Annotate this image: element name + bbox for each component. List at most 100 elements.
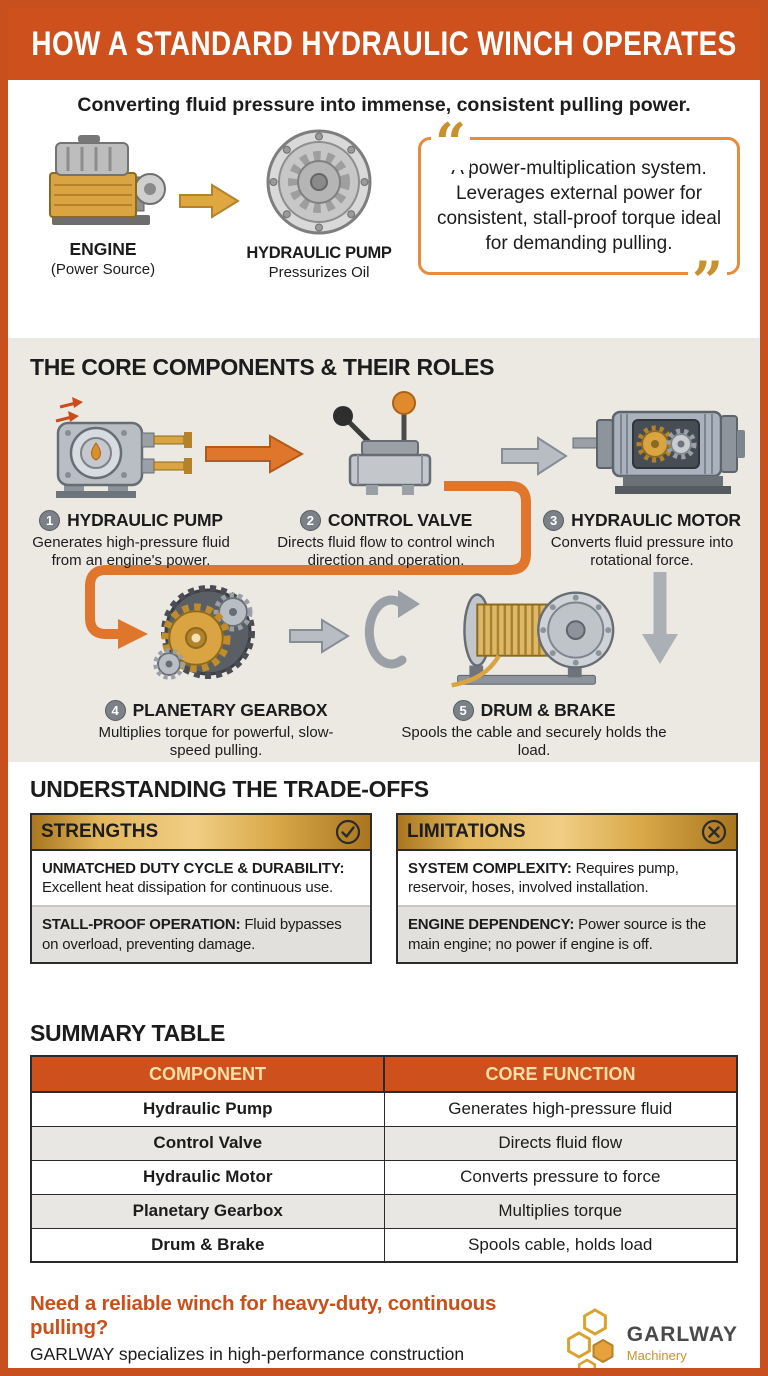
header-band: HOW A STANDARD HYDRAULIC WINCH OPERATES <box>8 8 760 80</box>
table-cell: Hydraulic Pump <box>30 1091 385 1127</box>
component-name: HYDRAULIC PUMP <box>67 510 223 530</box>
strength-item: STALL-PROOF OPERATION: Fluid bypasses on… <box>32 905 370 962</box>
tradeoffs-section: UNDERSTANDING THE TRADE-OFFS STRENGTHS U… <box>8 776 760 1006</box>
brand-subtitle: Machinery <box>626 1348 687 1363</box>
flow-arrow-gray-icon <box>501 436 568 476</box>
pump-label: HYDRAULIC PUMP <box>246 244 392 262</box>
table-row: Planetary Gearbox Multiplies torque <box>30 1193 738 1229</box>
component-desc: Converts fluid pressure into rotational … <box>550 534 734 570</box>
component-desc: Multiplies torque for powerful, slow-spe… <box>98 724 334 760</box>
table-row: Drum & Brake Spools cable, holds load <box>30 1227 738 1263</box>
table-row: Hydraulic Motor Converts pressure to for… <box>30 1159 738 1195</box>
table-cell: Control Valve <box>30 1125 385 1161</box>
brand-name: GARLWAY <box>626 1323 738 1346</box>
component-name: CONTROL VALVE <box>327 510 473 530</box>
limitations-header: LIMITATIONS <box>398 815 736 851</box>
quote-box: “ A power-multiplication system. Leverag… <box>418 116 740 309</box>
core-heading: THE CORE COMPONENTS & THEIR ROLES <box>30 354 495 380</box>
table-row: Hydraulic Pump Generates high-pressure f… <box>30 1091 738 1127</box>
component-label-motor: 3 HYDRAULIC MOTOR Converts fluid pressur… <box>526 510 758 571</box>
engine-sublabel: (Power Source) <box>50 261 156 278</box>
table-cell: Spools cable, holds load <box>383 1227 738 1263</box>
tradeoffs-heading: UNDERSTANDING THE TRADE-OFFS <box>30 776 429 802</box>
strengths-header: STRENGTHS <box>32 815 370 851</box>
check-circle-icon <box>335 819 361 845</box>
table-cell: Drum & Brake <box>30 1227 385 1263</box>
garlway-hexagons-icon <box>566 1307 614 1368</box>
table-cell: Planetary Gearbox <box>30 1193 385 1229</box>
component-desc: Directs fluid flow to control winch dire… <box>277 534 495 570</box>
summary-section: SUMMARY TABLE COMPONENT CORE FUNCTION Hy… <box>8 1020 760 1282</box>
table-cell: Multiplies torque <box>383 1193 738 1229</box>
right-arrow-icon <box>179 183 240 219</box>
strength-item-text: Excellent heat dissipation for continuou… <box>42 879 333 897</box>
hydraulic-pump-icon <box>266 129 372 235</box>
limitation-item-title: ENGINE DEPENDENCY: <box>408 916 575 934</box>
pump-figure: HYDRAULIC PUMP Pressurizes Oil <box>240 127 398 281</box>
component-label-pump: 1 HYDRAULIC PUMP Generates high-pressure… <box>16 510 246 571</box>
summary-table: COMPONENT CORE FUNCTION Hydraulic Pump G… <box>30 1055 738 1263</box>
cta-line-1: GARLWAY specializes in high-performance … <box>30 1344 465 1376</box>
column-header-function: CORE FUNCTION <box>383 1055 738 1093</box>
flow-arrow-gray-icon <box>289 618 350 654</box>
strength-item: UNMATCHED DUTY CYCLE & DURABILITY: Excel… <box>32 851 370 905</box>
table-cell: Hydraulic Motor <box>30 1159 385 1195</box>
intro-row: ENGINE (Power Source) <box>8 116 760 309</box>
component-label-gearbox: 4 PLANETARY GEARBOX Multiplies torque fo… <box>88 700 344 761</box>
step-badge: 1 <box>39 510 61 531</box>
limitation-item-title: SYSTEM COMPLEXITY: <box>408 860 572 877</box>
limitations-box: LIMITATIONS SYSTEM COMPLEXITY: Requires … <box>396 813 738 964</box>
core-components-section: THE CORE COMPONENTS & THEIR ROLES <box>8 338 760 762</box>
limitation-item-text: Requires pump, reservoir, hoses, involve… <box>408 860 679 897</box>
brand-text: GARLWAY Machinery <box>627 1324 738 1363</box>
hydraulic-motor-icon <box>572 410 745 494</box>
subtitle: Converting fluid pressure into immense, … <box>77 94 691 116</box>
step-badge: 4 <box>104 700 126 721</box>
step-badge: 2 <box>299 510 321 531</box>
cta-block: Need a reliable winch for heavy-duty, co… <box>30 1292 551 1376</box>
table-row: Control Valve Directs fluid flow <box>30 1125 738 1161</box>
component-desc: Generates high-pressure fluid from an en… <box>32 534 230 570</box>
step-badge: 3 <box>543 510 565 531</box>
component-name: PLANETARY GEARBOX <box>132 700 328 720</box>
strength-item-text: Fluid bypasses on overload, preventing d… <box>42 916 342 953</box>
component-name: HYDRAULIC MOTOR <box>571 510 741 530</box>
table-cell: Directs fluid flow <box>383 1125 738 1161</box>
brand-logo: GARLWAY Machinery <box>563 1307 738 1368</box>
core-pump-icon <box>55 397 192 498</box>
summary-heading: SUMMARY TABLE <box>30 1020 226 1046</box>
component-label-valve: 2 CONTROL VALVE Directs fluid flow to co… <box>260 510 512 571</box>
close-quote-icon: ” <box>687 254 727 309</box>
table-cell: Generates high-pressure fluid <box>383 1091 738 1127</box>
step-badge: 5 <box>452 700 474 721</box>
component-label-drum: 5 DRUM & BRAKE Spools the cable and secu… <box>400 700 668 761</box>
quote-text: A power-multiplication system. Leverages… <box>436 158 722 255</box>
open-quote-icon: “ <box>431 116 471 170</box>
limitation-item: SYSTEM COMPLEXITY: Requires pump, reserv… <box>398 851 736 905</box>
planetary-gearbox-icon <box>153 585 255 680</box>
limitation-item: ENGINE DEPENDENCY: Power source is the m… <box>398 905 736 962</box>
limitation-item-text: Power source is the main engine; no powe… <box>408 916 707 953</box>
control-valve-icon <box>333 391 432 495</box>
column-header-component: COMPONENT <box>30 1055 385 1093</box>
strengths-box: STRENGTHS UNMATCHED DUTY CYCLE & DURABIL… <box>30 813 372 964</box>
drum-brake-icon <box>451 591 615 688</box>
engine-figure: ENGINE (Power Source) <box>28 127 178 278</box>
strength-item-title: STALL-PROOF OPERATION: <box>42 916 241 934</box>
page-title: HOW A STANDARD HYDRAULIC WINCH OPERATES <box>31 24 737 63</box>
engine-label: ENGINE <box>69 239 137 259</box>
table-cell: Converts pressure to force <box>383 1159 738 1195</box>
pump-sublabel: Pressurizes Oil <box>268 264 370 281</box>
strengths-title: STRENGTHS <box>41 821 159 842</box>
engine-icon <box>49 135 166 225</box>
limitations-title: LIMITATIONS <box>407 821 526 842</box>
footer-cta-section: Need a reliable winch for heavy-duty, co… <box>8 1282 760 1376</box>
intro-section: Converting fluid pressure into immense, … <box>8 94 760 338</box>
x-circle-icon <box>701 819 727 845</box>
strength-item-title: UNMATCHED DUTY CYCLE & DURABILITY: <box>42 860 345 877</box>
table-header-row: COMPONENT CORE FUNCTION <box>30 1055 738 1093</box>
component-name: DRUM & BRAKE <box>480 700 616 720</box>
component-desc: Spools the cable and securely holds the … <box>401 724 667 760</box>
flow-pipe-overlay <box>85 481 678 664</box>
